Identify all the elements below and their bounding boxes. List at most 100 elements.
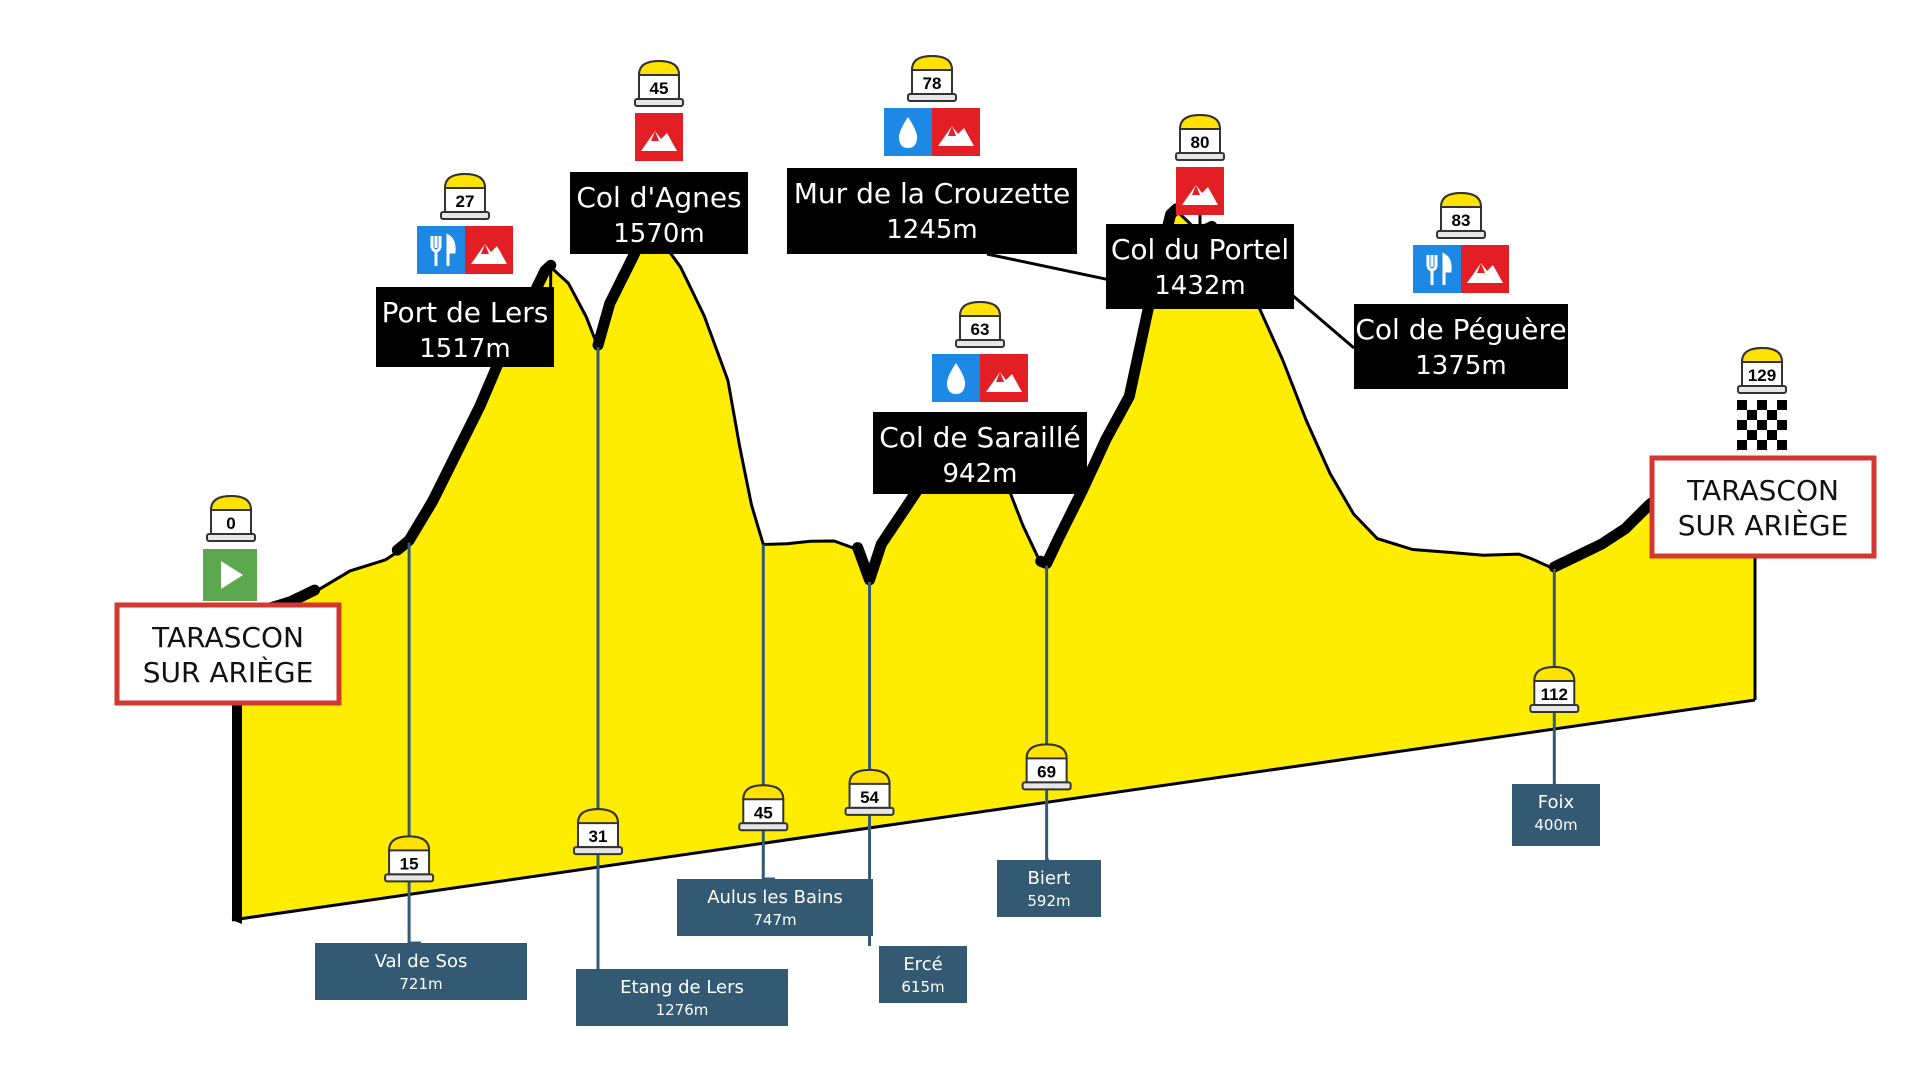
summit-name-0: Port de Lers [382,296,549,329]
summit-3-icon-0 [932,354,980,402]
valley-milestone-2-km: 45 [754,803,773,822]
play-icon [221,561,243,589]
valley-name-4: Biert [1028,868,1071,889]
summit-box-3 [873,412,1087,494]
flag-square [1737,440,1747,450]
water-drop-icon [898,117,918,148]
summit-0-icon-0 [417,226,465,274]
finish-milestone-base [1737,385,1787,394]
flag-square [1777,410,1787,420]
valley-box-1 [576,969,788,1026]
profile-area [232,210,1755,921]
summit-5-icon-0-bg [1413,245,1461,293]
summit-0-icon-1 [465,226,513,274]
flag-square [1767,430,1777,440]
start-milestone-base [206,533,256,542]
flag-square [1747,400,1757,410]
knife-icon [1442,252,1452,285]
valley-name-5: Foix [1538,792,1575,813]
valley-box-2 [677,879,873,936]
summit-1-icon-0-shade [651,131,659,141]
start-town-line1: TARASCON [151,621,304,654]
flag-square [1767,400,1777,410]
valley-alt-3: 615m [901,978,944,996]
summit-milestone-1: 45 [634,59,684,107]
summit-milestone-4: 80 [1175,113,1225,161]
flag-square [1777,430,1787,440]
valley-name-2: Aulus les Bains [707,887,843,908]
summit-4-icon-0-shade [1192,185,1200,195]
summit-box-0 [376,287,554,367]
summit-milestone-3: 63 [955,300,1005,348]
summit-milestone-1-cap [637,59,681,76]
summit-milestone-3-base [955,339,1005,348]
summit-milestone-2: 78 [907,54,957,102]
flag-square [1777,420,1787,430]
summit-milestone-4-base [1175,152,1225,161]
profile-baseline [231,698,1756,922]
valley-name-0: Val de Sos [375,951,468,972]
summit-milestone-4-km: 80 [1191,133,1210,152]
summit-box-1 [570,172,748,254]
summit-alt-4: 1432m [1154,271,1246,301]
valley-milestone-3-base [844,806,895,816]
summit-milestone-1-km: 45 [650,79,669,98]
valley-milestone-4-cap [1025,743,1068,760]
summit-alt-5: 1375m [1415,351,1507,381]
summit-2-icon-1-shade [948,126,956,136]
knife-icon [446,233,456,266]
valley-milestone-4: 69 [1021,743,1072,791]
finish-town-line2: SUR ARIÈGE [1678,508,1849,542]
flag-square [1767,410,1777,420]
start-milestone-km: 0 [226,514,235,533]
valley-box-0 [315,943,527,1000]
summit-box-4 [1106,224,1294,309]
valley-milestone-2-base [738,822,789,832]
summit-5-icon-0 [1413,245,1461,293]
finish-town-line1: TARASCON [1686,474,1839,507]
flag-square [1737,430,1747,440]
summit-4-icon-0 [1176,167,1224,215]
summit-name-1: Col d'Agnes [576,181,741,214]
summit-milestone-5: 83 [1436,191,1486,239]
valley-milestone-3: 54 [844,768,895,816]
valley-milestone-0-base [384,873,435,883]
summit-alt-2: 1245m [886,215,978,245]
summit-2-icon-0 [884,108,932,156]
summit-3-icon-1-shade [996,372,1004,382]
summit-milestone-5-base [1436,230,1486,239]
summit-milestone-0-km: 27 [456,192,475,211]
summit-0-icon-0-bg [417,226,465,274]
valley-alt-2: 747m [753,911,796,929]
summit-name-2: Mur de la Crouzette [794,177,1071,210]
summit-alt-0: 1517m [419,334,511,364]
flag-square [1747,440,1757,450]
finish-town-sign [1649,455,1877,559]
valley-milestone-2: 45 [738,784,789,832]
summit-5-icon-1 [1461,245,1509,293]
valley-milestone-5-cap [1533,665,1576,682]
summit-milestone-1-base [634,98,684,107]
flag-square [1737,400,1747,410]
flag-square [1757,430,1767,440]
summit-2-icon-1 [932,108,980,156]
summit-name-5: Col de Péguère [1355,313,1566,346]
flag-square [1747,430,1757,440]
valley-milestone-0: 15 [384,835,435,883]
summit-milestone-0-cap [443,172,487,189]
summit-alt-1: 1570m [613,219,705,249]
summit-milestone-4-cap [1178,113,1222,130]
flag-square [1757,420,1767,430]
flag-square [1757,400,1767,410]
summit-milestone-2-base [907,93,957,102]
flag-square [1757,410,1767,420]
summit-alt-3: 942m [943,459,1018,489]
finish-milestone-km: 129 [1748,366,1776,385]
summit-milestone-0-base [440,211,490,220]
valley-name-3: Ercé [903,954,942,975]
summit-name-4: Col du Portel [1111,233,1289,266]
finish-milestone-cap [1740,346,1784,363]
start-icon [203,549,257,601]
flag-square [1777,400,1787,410]
